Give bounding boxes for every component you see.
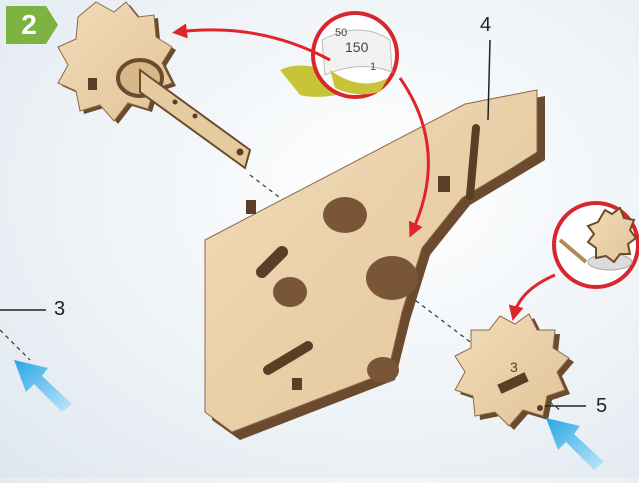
sandpaper-grit-label-partial: 50: [335, 27, 347, 39]
plate-hole: [367, 357, 399, 383]
plate-square-hole: [246, 200, 256, 214]
plate-hole: [273, 277, 307, 307]
blue-assembly-arrow-icon: [546, 418, 604, 470]
plate-hole: [366, 256, 418, 300]
plate-slot: [256, 246, 288, 278]
ratchet-wheel-with-shaft: [57, 1, 252, 170]
callout-leader-4: [487, 39, 491, 121]
plate-square-hole: [438, 176, 450, 192]
plate-hole: [323, 197, 367, 233]
gear-marking: 3: [510, 359, 518, 375]
callout-label-4: 4: [480, 14, 492, 36]
callout-label-5: 5: [596, 395, 608, 417]
plate-square-hole: [292, 378, 302, 390]
plate-slot: [466, 124, 480, 200]
plate-slot: [263, 341, 313, 375]
red-direction-arrow-icon: [398, 77, 430, 238]
step-badge-shape: [6, 6, 58, 44]
glue-magnifier-callout: [552, 201, 639, 289]
step-number: 2: [21, 9, 37, 40]
sandpaper-grit-label: 150: [345, 39, 369, 55]
step-badge: 2: [6, 6, 58, 44]
sandpaper-magnifier-callout: 150 50 1: [280, 11, 399, 99]
blue-assembly-arrow-icon: [14, 360, 72, 412]
main-wooden-plate: [204, 89, 545, 440]
sandpaper-grit-label-partial: 1: [370, 61, 376, 73]
small-gear: 3: [454, 313, 574, 430]
assembly-axis-line-left: [0, 329, 31, 361]
callout-label-3: 3: [54, 298, 66, 320]
red-direction-arrow-icon: [172, 23, 331, 62]
red-direction-arrow-icon: [508, 273, 556, 321]
